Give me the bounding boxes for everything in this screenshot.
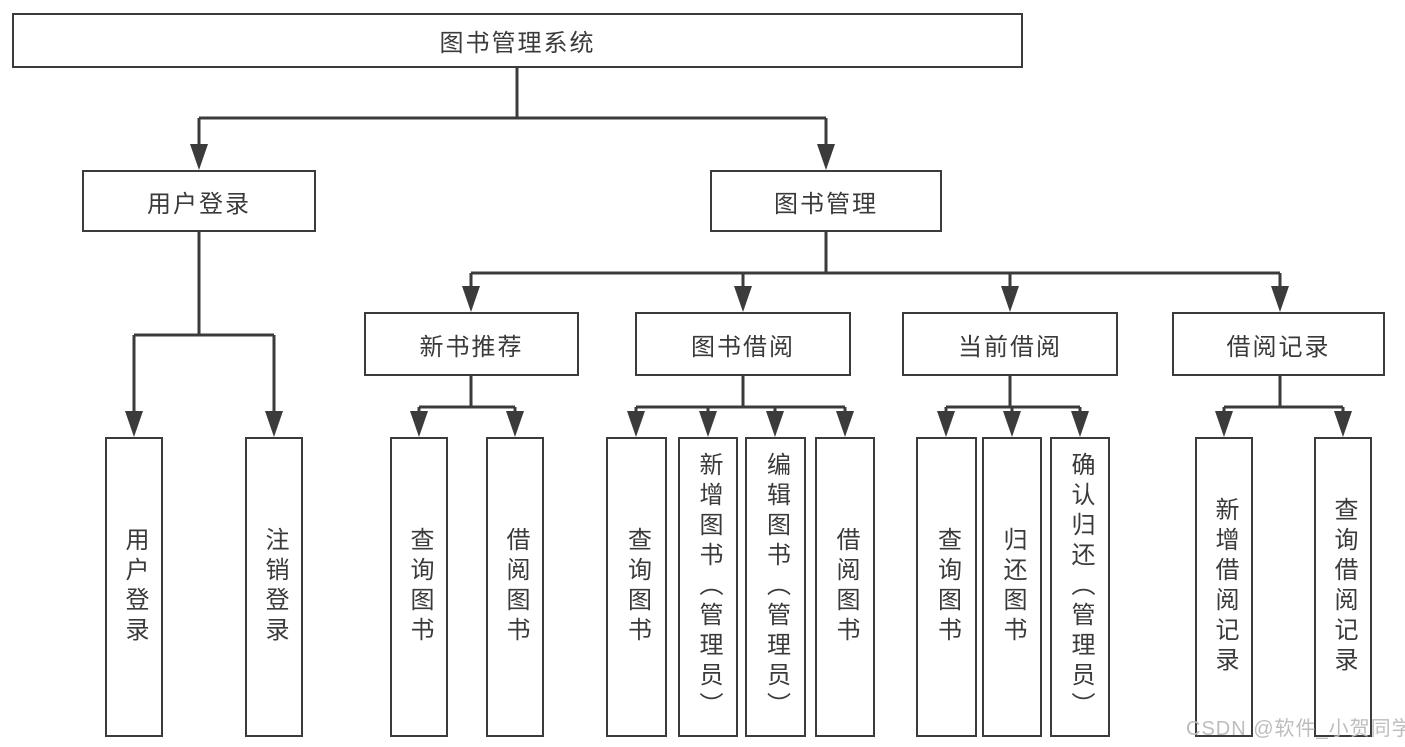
node-leaf-borrow-add: 新增图书（管理员） bbox=[678, 437, 738, 737]
node-leaf-current-query: 查询图书 bbox=[916, 437, 977, 737]
arrow-down-icon bbox=[1215, 411, 1233, 437]
node-user-login-label: 用户登录 bbox=[147, 190, 251, 218]
arrow-down-icon bbox=[1071, 411, 1089, 437]
node-new-book-recommend: 新书推荐 bbox=[364, 312, 579, 376]
arrow-down-icon bbox=[125, 411, 143, 437]
node-leaf-newbook-query-label: 查询图书 bbox=[406, 527, 433, 647]
node-root-label: 图书管理系统 bbox=[439, 30, 596, 57]
watermark: CSDN @软件_小贺同学 bbox=[1186, 718, 1405, 740]
arrow-down-icon bbox=[627, 411, 645, 437]
node-book-borrow: 图书借阅 bbox=[635, 312, 851, 376]
node-borrow-records-label: 借阅记录 bbox=[1226, 333, 1331, 361]
node-leaf-logout: 注销登录 bbox=[245, 437, 303, 737]
arrow-down-icon bbox=[265, 411, 283, 437]
node-leaf-borrow-borrow-label: 借阅图书 bbox=[832, 527, 859, 647]
node-leaf-current-return-label: 归还图书 bbox=[999, 527, 1026, 647]
node-leaf-newbook-borrow-label: 借阅图书 bbox=[502, 527, 529, 647]
node-leaf-user-login: 用户登录 bbox=[105, 437, 163, 737]
node-leaf-newbook-borrow: 借阅图书 bbox=[486, 437, 544, 737]
node-user-login: 用户登录 bbox=[82, 170, 316, 232]
arrow-down-icon bbox=[836, 411, 854, 437]
arrow-down-icon bbox=[462, 286, 480, 312]
node-leaf-borrow-query: 查询图书 bbox=[606, 437, 667, 737]
node-new-book-recommend-label: 新书推荐 bbox=[419, 333, 524, 361]
arrow-down-icon bbox=[937, 411, 955, 437]
node-leaf-borrow-add-label: 新增图书（管理员） bbox=[695, 452, 722, 722]
node-book-borrow-label: 图书借阅 bbox=[691, 333, 795, 361]
node-leaf-current-confirm-label: 确认归还（管理员） bbox=[1067, 452, 1094, 722]
node-leaf-current-confirm: 确认归还（管理员） bbox=[1050, 437, 1110, 737]
arrow-down-icon bbox=[190, 144, 208, 170]
node-current-borrow-label: 当前借阅 bbox=[958, 333, 1062, 361]
node-leaf-logout-label: 注销登录 bbox=[261, 527, 288, 647]
node-leaf-user-login-label: 用户登录 bbox=[121, 527, 148, 647]
node-root: 图书管理系统 bbox=[12, 13, 1023, 68]
node-leaf-newbook-query: 查询图书 bbox=[390, 437, 448, 737]
arrow-down-icon bbox=[766, 411, 784, 437]
node-leaf-borrow-edit-label: 编辑图书（管理员） bbox=[762, 452, 790, 722]
node-leaf-borrow-query-label: 查询图书 bbox=[623, 527, 651, 647]
arrow-down-icon bbox=[506, 411, 524, 437]
arrow-down-icon bbox=[410, 411, 428, 437]
arrow-down-icon bbox=[1003, 411, 1021, 437]
node-leaf-record-add-label: 新增借阅记录 bbox=[1211, 497, 1238, 677]
node-leaf-current-query-label: 查询图书 bbox=[933, 527, 961, 647]
node-book-management-label: 图书管理 bbox=[774, 190, 878, 218]
arrow-down-icon bbox=[1001, 286, 1019, 312]
arrow-down-icon bbox=[1271, 286, 1289, 312]
arrow-down-icon bbox=[1334, 411, 1352, 437]
node-leaf-borrow-borrow: 借阅图书 bbox=[815, 437, 875, 737]
node-leaf-record-query: 查询借阅记录 bbox=[1314, 437, 1372, 737]
node-leaf-borrow-edit: 编辑图书（管理员） bbox=[745, 437, 806, 737]
node-book-management: 图书管理 bbox=[710, 170, 942, 232]
arrow-down-icon bbox=[734, 286, 752, 312]
node-current-borrow: 当前借阅 bbox=[902, 312, 1118, 376]
node-leaf-current-return: 归还图书 bbox=[982, 437, 1042, 737]
node-leaf-record-query-label: 查询借阅记录 bbox=[1330, 497, 1357, 677]
arrow-down-icon bbox=[817, 144, 835, 170]
node-borrow-records: 借阅记录 bbox=[1172, 312, 1385, 376]
arrow-down-icon bbox=[699, 411, 717, 437]
node-leaf-record-add: 新增借阅记录 bbox=[1195, 437, 1253, 737]
